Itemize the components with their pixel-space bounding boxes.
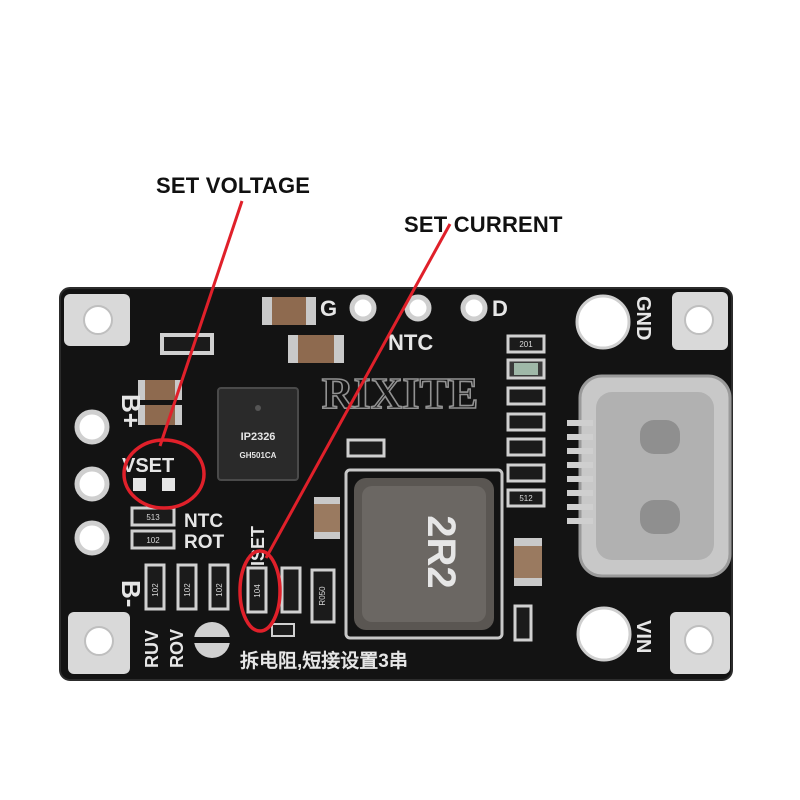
label-ntc-top: NTC [388,330,433,355]
resistor-102-v1: 102 [144,563,166,611]
highlight-circle-vset [122,438,206,510]
resistor-column-right: 201 512 [506,334,546,508]
resistor-r050: R050 [310,568,336,624]
capacitor-right [514,538,542,586]
chip-marking-line2: GH501CA [240,451,277,460]
mounting-holes [64,292,730,674]
chip-marking-line1: IP2326 [241,431,276,443]
mounting-hole-bottom-left [84,626,114,656]
large-hole-gnd [575,294,631,350]
label-b-plus: B+ [116,394,146,428]
mounting-hole-top-right [684,305,714,335]
pad-ntc-top [404,294,432,322]
inductor: 2R2 [344,468,504,640]
label-ntc-left: NTC [184,511,223,532]
label-b-minus: B- [116,580,146,607]
capacitor-mid [288,335,344,363]
callout-set-voltage: SET VOLTAGE [156,173,311,198]
resistor-513: 513 [130,506,176,527]
mounting-hole-top-left [83,305,113,335]
pad-d [460,294,488,322]
pointer-line-current [264,223,452,559]
resistors: 513 102 102 102 102 104 R050 [130,333,546,642]
usb-c-connector [567,374,732,578]
resistor-top-left [160,333,214,355]
vset-pads [133,478,175,491]
pad-vset-side [74,466,110,502]
inductor-marking: 2R2 [419,515,463,588]
resistor-102-label-b: 102 [151,583,160,597]
resistor-104-iset: 104 [246,566,268,614]
large-hole-vin [576,606,632,662]
pad-g [349,294,377,322]
label-d: D [492,296,508,321]
mounting-hole-bottom-right [684,625,714,655]
resistor-r050-label: R050 [318,586,327,606]
resistor-102-v3: 102 [208,563,230,611]
left-edge-pads [74,409,110,556]
label-g: G [320,296,337,321]
resistor-small-mid [271,438,386,637]
label-bottom-chinese: 拆电阻,短接设置3串 [240,649,408,672]
highlight-circle-iset [238,549,282,633]
resistor-102-v2: 102 [176,563,198,611]
resistor-102-label-c: 102 [183,583,192,597]
resistor-513-label: 513 [146,513,160,522]
capacitor-top [262,297,316,325]
annotation-markers [122,200,452,633]
pad-b-minus [74,520,110,556]
resistor-513-vertical [280,566,302,614]
pcb-edge-highlight [59,287,733,681]
ic-chip: IP2326 GH501CA [217,387,299,481]
top-pads [349,294,488,322]
label-rot: ROT [184,532,225,553]
label-iset: ISET [248,526,268,566]
resistor-201-label: 201 [519,340,533,349]
silkscreen-labels: B+ B- VSET NTC ROT RUV ROV ISET NTC G D … [116,296,654,672]
label-vin: VIN [632,620,654,653]
pointer-line-voltage [158,200,244,447]
label-rov: ROV [167,629,187,668]
capacitor-near-inductor [314,497,340,539]
led [506,358,546,380]
resistor-102-horizontal: 102 [130,529,176,550]
resistor-near-vin [513,604,533,642]
resistor-102-label-a: 102 [146,536,160,545]
label-ruv: RUV [142,630,162,668]
watermark: RIXITE [322,369,479,418]
resistor-104-label: 104 [253,584,262,598]
callout-set-current: SET CURRENT [404,212,563,237]
capacitors [138,297,542,586]
pad-b-plus [74,409,110,445]
solder-bridge-pad [194,622,230,658]
resistor-102-label-d: 102 [215,583,224,597]
label-vset: VSET [122,455,174,477]
label-gnd: GND [632,296,654,340]
resistor-512-label: 512 [519,494,533,503]
